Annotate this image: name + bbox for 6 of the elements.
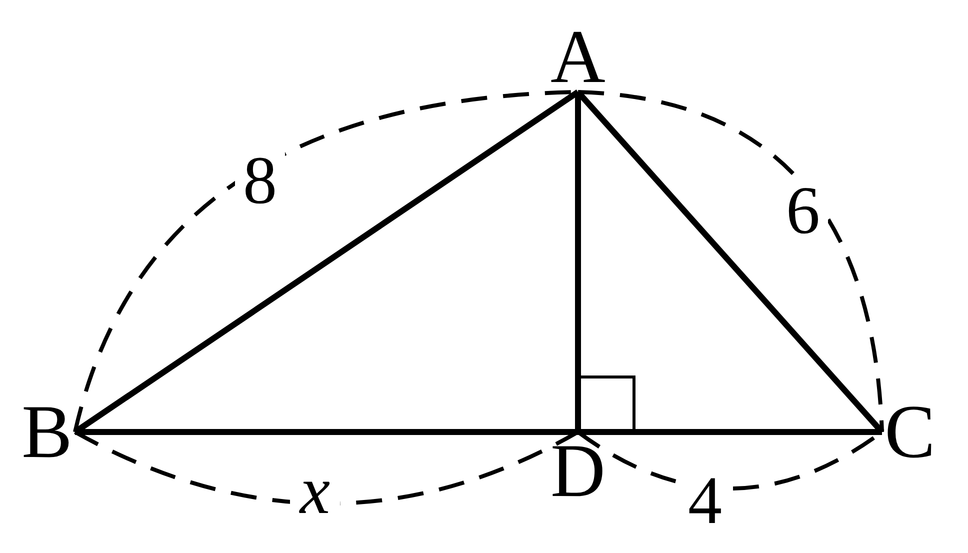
vertex-label: B bbox=[19, 397, 75, 467]
vertex-label: C bbox=[882, 397, 938, 467]
vertex-label: D bbox=[550, 436, 606, 506]
triangle-side bbox=[75, 429, 578, 435]
triangle-side bbox=[578, 429, 882, 435]
vertex-label: A bbox=[550, 22, 606, 92]
